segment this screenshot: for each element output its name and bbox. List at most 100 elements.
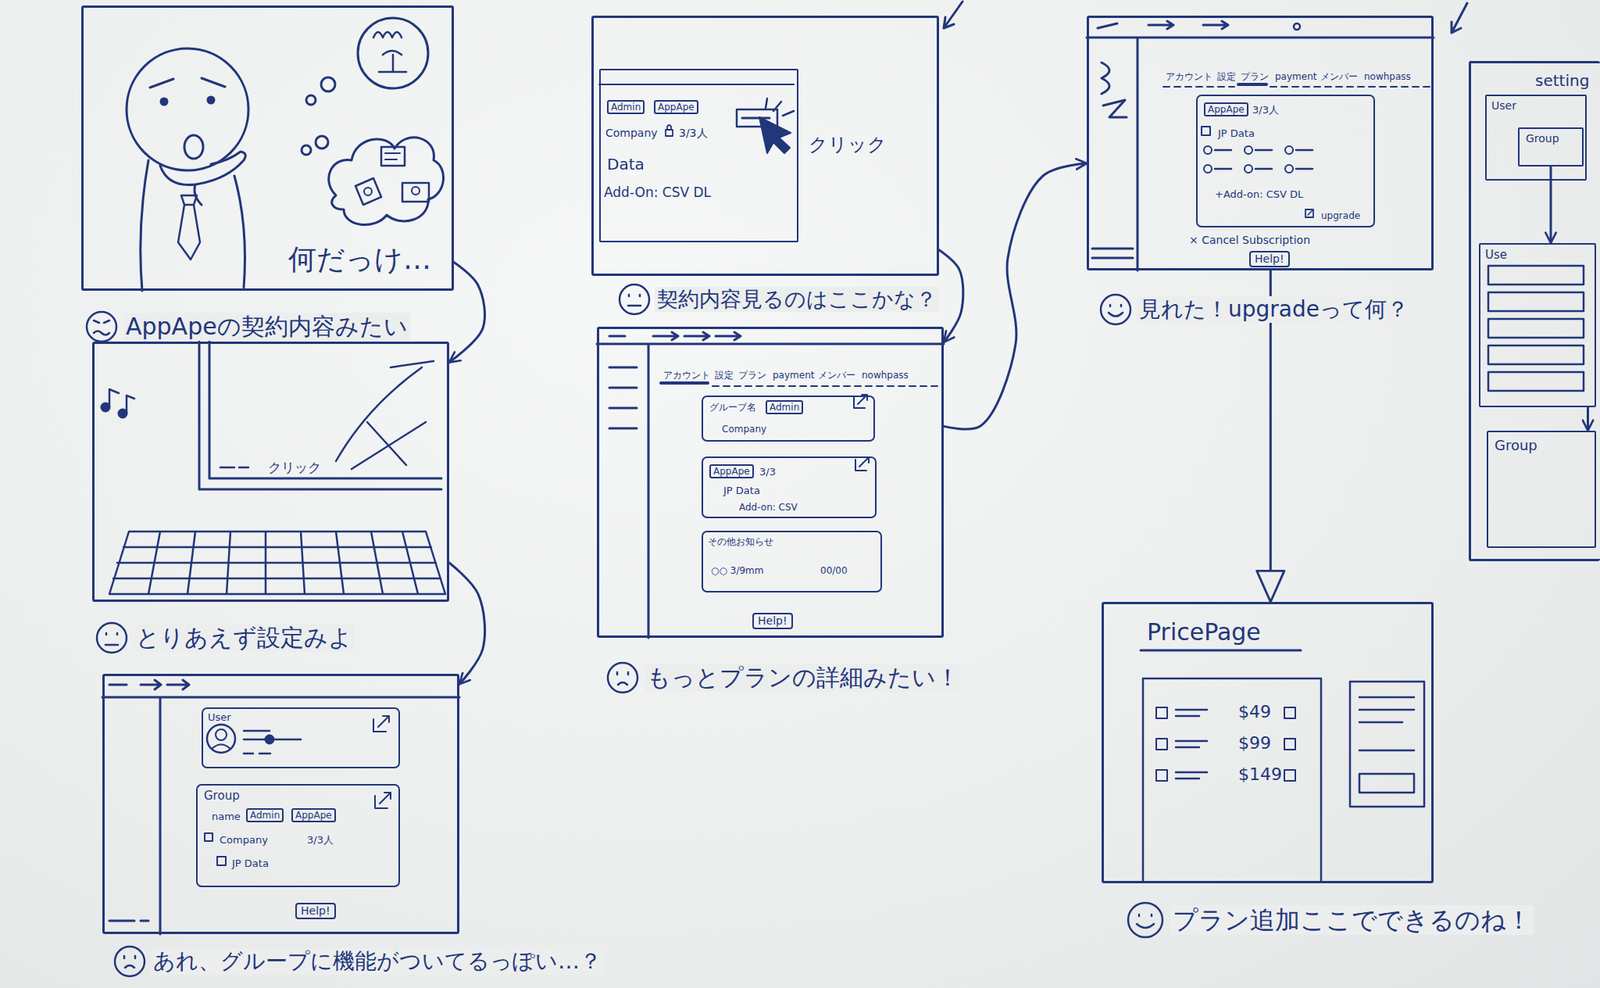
ui-label: +Add-on: CSV DL [1214, 188, 1304, 201]
app-chip: AppApe [291, 807, 336, 822]
plan-screen-sketch [1203, 164, 1212, 173]
plan-screen-sketch [1201, 126, 1211, 136]
face-icon [1100, 294, 1131, 325]
help-button: Help! [1249, 250, 1290, 268]
ui-label: Group [1525, 132, 1560, 146]
flow-arrow [449, 262, 486, 363]
flow-arrow [943, 163, 1087, 429]
notice-card: その他お知らせ○○ 3/9mm00/00 [701, 530, 883, 593]
ui-label: setting [1535, 71, 1590, 90]
settings-screen-sketch [217, 856, 226, 865]
ui-label: クリック [267, 459, 322, 475]
settings-screen-sketch [373, 715, 390, 732]
storyboard-panel: 何だっけ…AppApeの契約内容みたい [81, 5, 454, 291]
plan-screen-sketch [1203, 146, 1212, 154]
ui-label: Help! [1254, 252, 1285, 266]
scene-caption: もっとプランの詳細みたい！ [644, 663, 962, 692]
person-sketch [126, 48, 249, 291]
scene-caption: 見れた！upgradeって何？ [1136, 296, 1411, 323]
ui-label: 3/3 [759, 465, 776, 479]
scene-caption: あれ、グループに機能がついてるっぽい…？ [150, 947, 604, 975]
group-box: Group [1486, 430, 1597, 548]
app-chip: AppApe [709, 464, 754, 479]
ui-label: Company [219, 833, 268, 847]
thought-bubble [411, 186, 420, 195]
laptop-sketch [101, 403, 110, 411]
plan-screen-sketch [1244, 146, 1253, 154]
ui-label: 3/3人 [1252, 103, 1279, 117]
ui-label: 00/00 [820, 564, 848, 576]
ui-label: グループ名 [709, 401, 757, 413]
laptop-sketch [101, 341, 446, 594]
face-icon [105, 632, 118, 645]
storyboard-panel: settingUserGroupUseGroup [1468, 60, 1600, 561]
contract-screen-sketch [742, 117, 770, 120]
thought-bubble [381, 146, 405, 166]
person-sketch [126, 48, 249, 171]
plan-screen-sketch [1285, 146, 1293, 154]
plan-screen-sketch [1244, 164, 1253, 173]
contract-screen-sketch [759, 117, 791, 154]
ui-label: メンバー [817, 369, 856, 381]
laptop-sketch [335, 360, 434, 469]
account-screen-sketch [660, 381, 708, 385]
settings-screen-sketch [102, 679, 460, 934]
settings-screen-sketch [211, 728, 231, 749]
list-sketch [1488, 371, 1584, 391]
scene-caption: とりあえず設定みよ [133, 623, 355, 652]
user-box: UserGroup [1485, 94, 1587, 181]
plan-screen-sketch [1214, 150, 1313, 169]
account-screen-sketch [712, 385, 938, 387]
thought-bubble [321, 77, 336, 92]
laptop-sketch [199, 341, 442, 490]
face-icon [96, 622, 127, 653]
ui-label: その他お知らせ [707, 535, 774, 547]
plan-screen-sketch [1086, 21, 1434, 271]
storyboard-panel: クリック契約内容見るのはここかな？Company3/3人DataAdd-On: … [591, 15, 940, 276]
face-icon [114, 946, 145, 976]
thought-bubble [355, 178, 382, 205]
ui-label: payment [772, 369, 815, 381]
contract-screen-sketch [599, 83, 794, 86]
list-sketch [1488, 318, 1584, 338]
price-page-sketch [1359, 773, 1415, 793]
thought-bubble [301, 17, 444, 225]
ui-label: $99 [1238, 732, 1272, 754]
price-page-sketch [1156, 738, 1168, 750]
flow-arrow [1586, 407, 1590, 431]
group-box: Group [1517, 127, 1584, 167]
storyboard-panel: あれ、グループに機能がついてるっぽい…？UserGroupnameCompany… [102, 673, 460, 934]
settings-screen-sketch [265, 735, 274, 743]
ui-label: User [207, 710, 232, 724]
person-sketch [160, 151, 246, 205]
user-card: User [201, 707, 400, 768]
ui-label: アカウント [663, 369, 711, 381]
app-chip: AppApe [1203, 102, 1249, 117]
plan-screen-sketch [1285, 164, 1293, 173]
thought-bubble [385, 153, 400, 160]
app-chip: AppApe [653, 100, 699, 115]
role-chip: Admin [246, 807, 284, 822]
ui-label: Use [1485, 247, 1508, 262]
storyboard-panel: アカウント設定プランpaymentメンバーnowhpassもっとプランの詳細みた… [596, 326, 944, 638]
use-box: Use [1478, 242, 1597, 408]
face-icon [1136, 914, 1154, 928]
account-screen-sketch [596, 332, 944, 638]
ui-label: メンバー [1320, 71, 1358, 83]
thought-bubble [402, 182, 429, 202]
face-icon [1128, 902, 1163, 937]
thought-bubble [315, 135, 329, 149]
person-sketch [178, 195, 200, 260]
ui-label: クリック [808, 133, 887, 157]
ui-label: User [1491, 99, 1517, 113]
flow-arrow [449, 562, 486, 684]
ui-label: プラン [1240, 71, 1269, 83]
price-page-sketch [1175, 709, 1208, 779]
list-sketch [1488, 345, 1584, 365]
ui-label: AppApe [295, 809, 333, 821]
face-icon [607, 662, 638, 693]
ui-label: Help! [757, 614, 788, 628]
laptop-sketch [118, 409, 127, 418]
thought-bubble [301, 145, 311, 155]
